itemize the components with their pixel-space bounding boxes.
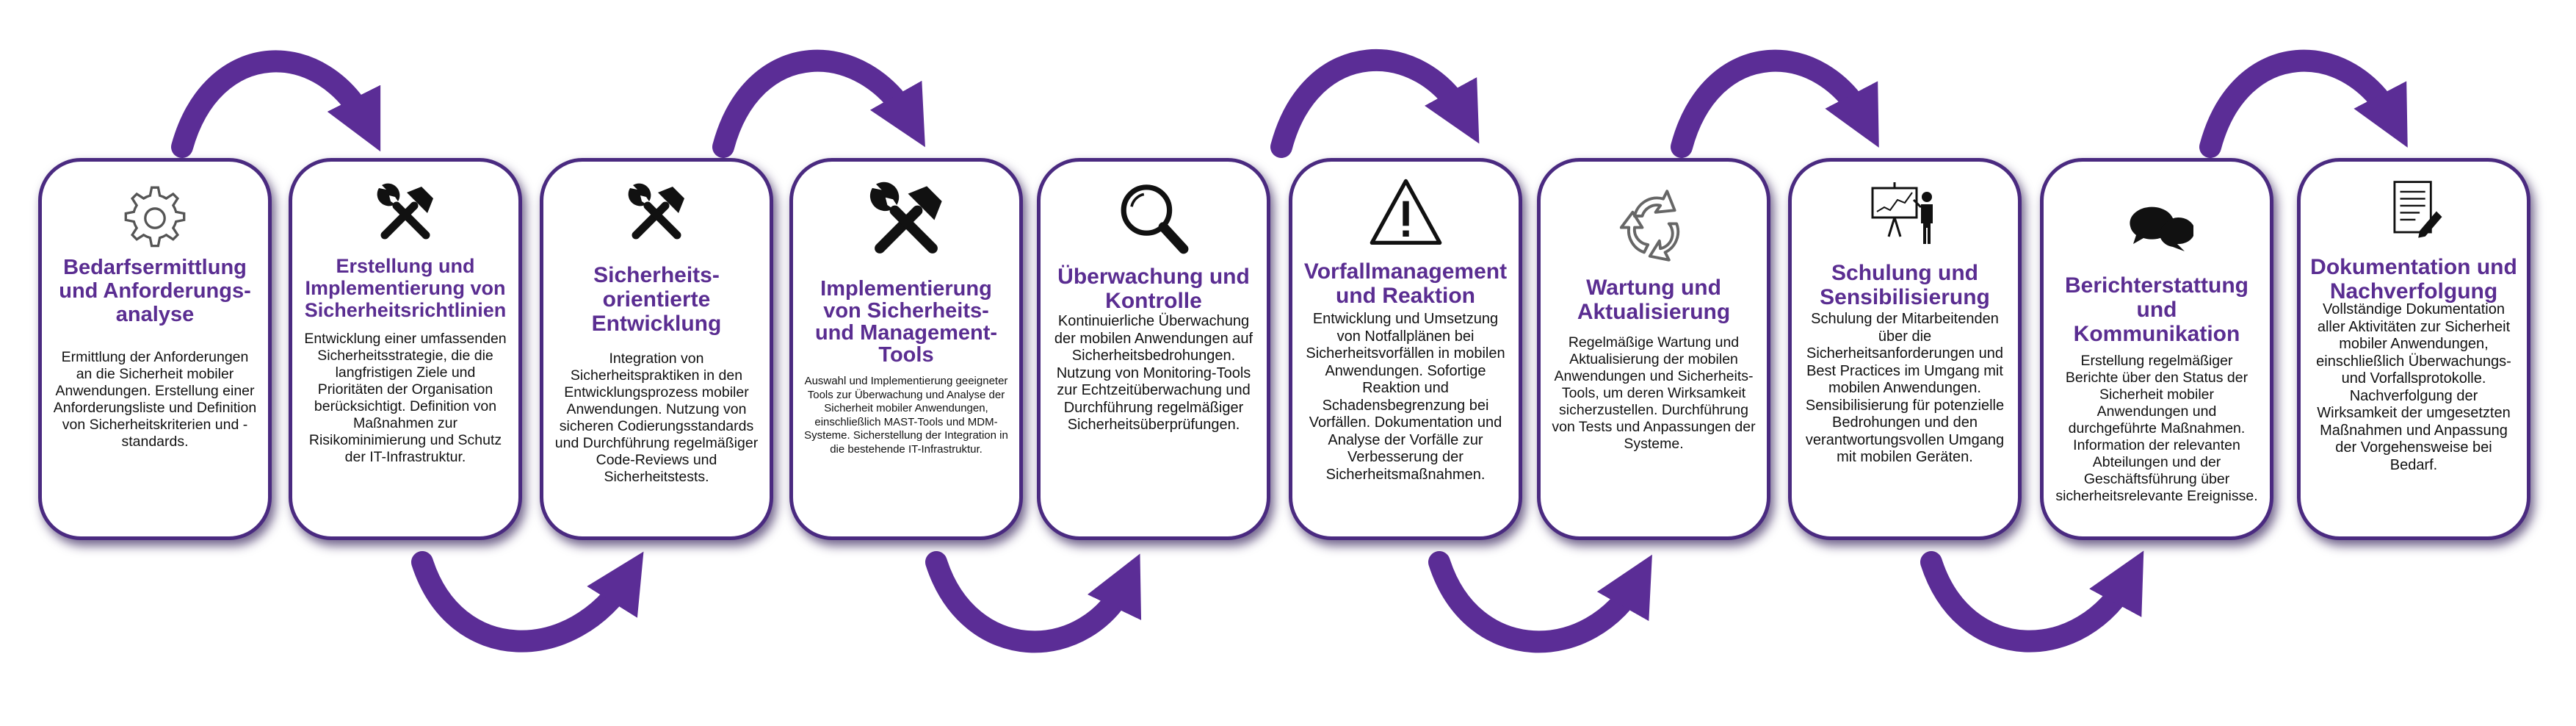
gear-icon: [42, 178, 268, 259]
tools-icon: [543, 178, 770, 251]
arrow-bottom-2: [925, 551, 1142, 653]
step-description: Entwicklung einer umfassenden Sicherheit…: [304, 331, 507, 465]
step-card-incident-management: Vorfallmanagement und Reaktion Entwicklu…: [1289, 158, 1522, 540]
arrow-top-2: [712, 49, 925, 158]
step-title: Bedarfsermittlung und Anforderungs-analy…: [59, 256, 251, 326]
magnifier-icon: [1041, 175, 1267, 263]
step-title: Dokumentation und Nachverfolgung: [2310, 255, 2517, 303]
step-description: Schulung der Mitarbeitenden über die Sic…: [1805, 311, 2005, 465]
step-description: Regelmäßige Wartung und Aktualisierung d…: [1552, 334, 1756, 452]
step-description: Entwicklung und Umsetzung von Notfallplä…: [1306, 311, 1505, 483]
step-title: Erstellung und Implementierung von Siche…: [304, 255, 507, 321]
step-card-requirements: Bedarfsermittlung und Anforderungs-analy…: [38, 158, 272, 540]
step-description: Vollständige Dokumentation aller Aktivit…: [2316, 301, 2511, 473]
step-card-training: Schulung und Sensibilisierung Schulung d…: [1788, 158, 2022, 540]
step-description: Integration von Sicherheitspraktiken in …: [554, 351, 759, 485]
recycle-icon: [1541, 178, 1767, 273]
document-icon: [2301, 176, 2527, 246]
step-title: Schulung und Sensibilisierung: [1820, 261, 1990, 309]
step-title: Überwachung und Kontrolle: [1057, 265, 1250, 313]
arrow-top-1: [171, 50, 381, 158]
step-description: Kontinuierliche Überwachung der mobilen …: [1054, 313, 1253, 433]
presentation-icon: [1792, 178, 2018, 251]
step-title: Vorfallmanagement und Reaktion: [1303, 259, 1508, 308]
step-card-tools: Implementierung von Sicherheits-und Mana…: [789, 158, 1023, 540]
arrow-top-4: [1671, 49, 1879, 158]
step-card-documentation: Dokumentation und Nachverfolgung Vollstä…: [2297, 158, 2530, 540]
step-card-reporting: Berichterstattung und Kommunikation Erst…: [2040, 158, 2273, 540]
arrow-bottom-3: [1428, 551, 1652, 653]
step-description: Erstellung regelmäßiger Berichte über de…: [2055, 353, 2258, 504]
warning-icon: [1292, 175, 1519, 252]
arrow-top-3: [1270, 49, 1480, 158]
tools-icon: [793, 175, 1019, 269]
step-card-monitoring: Überwachung und Kontrolle Kontinuierlich…: [1037, 158, 1270, 540]
arrow-bottom-4: [1920, 550, 2144, 653]
speech-bubbles-icon: [2044, 191, 2270, 265]
step-title: Wartung und Aktualisierung: [1577, 276, 1731, 324]
arrow-top-5: [2199, 49, 2408, 158]
step-title: Implementierung von Sicherheits-und Mana…: [814, 277, 998, 367]
step-card-maintenance: Wartung und Aktualisierung Regelmäßige W…: [1537, 158, 1770, 540]
step-card-secure-development: Sicherheits-orientierte Entwicklung Inte…: [540, 158, 773, 540]
arrow-bottom-1: [411, 551, 644, 653]
step-title: Sicherheits-orientierte Entwicklung: [591, 263, 722, 336]
step-description: Auswahl und Implementierung geeigneter T…: [804, 375, 1008, 456]
step-card-policies: Erstellung und Implementierung von Siche…: [289, 158, 522, 540]
tools-icon: [292, 178, 518, 251]
step-description: Ermittlung der Anforderungen an die Sich…: [53, 349, 257, 450]
step-title: Berichterstattung und Kommunikation: [2064, 273, 2249, 346]
